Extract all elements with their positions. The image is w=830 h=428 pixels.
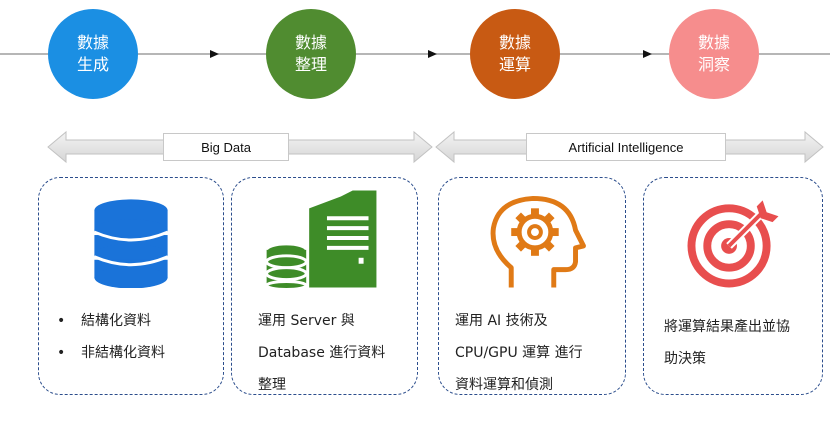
list-item: 結構化資料 [57,305,165,337]
target-icon [687,200,779,288]
server-database-icon [265,190,377,288]
card-data-organization: 運用 Server 與 Database 進行資料 整理 [231,177,418,395]
data-type-list: 結構化資料 非結構化資料 [57,305,165,369]
stage-data-computation: 數據 運算 [470,9,560,99]
card-description-line: CPU/GPU 運算 進行 [455,345,583,361]
card-description-line: Database 進行資料 [258,345,386,361]
band-label-ai: Artificial Intelligence [526,133,726,161]
list-item: 非結構化資料 [57,337,165,369]
card-data-computation: 運用 AI 技術及 CPU/GPU 運算 進行 資料運算和偵測 [438,177,626,395]
card-description-line: 整理 [258,377,286,393]
arrow-head-icon [643,50,652,58]
card-data-insight: 將運算結果產出並協 助決策 [643,177,823,395]
card-description-line: 助決策 [664,351,706,367]
stage-data-insight: 數據 洞察 [669,9,759,99]
stage-data-organization: 數據 整理 [266,9,356,99]
brain-gear-icon [490,195,586,288]
stage-data-generation: 數據 生成 [48,9,138,99]
arrow-head-icon [428,50,437,58]
card-description-line: 資料運算和偵測 [455,377,553,393]
arrow-head-icon [210,50,219,58]
card-description-line: 將運算結果產出並協 [664,319,790,335]
card-description-line: 運用 Server 與 [258,313,355,329]
card-data-generation: 結構化資料 非結構化資料 [38,177,224,395]
database-icon [93,199,169,288]
card-description-line: 運用 AI 技術及 [455,313,548,329]
band-label-big-data: Big Data [163,133,289,161]
